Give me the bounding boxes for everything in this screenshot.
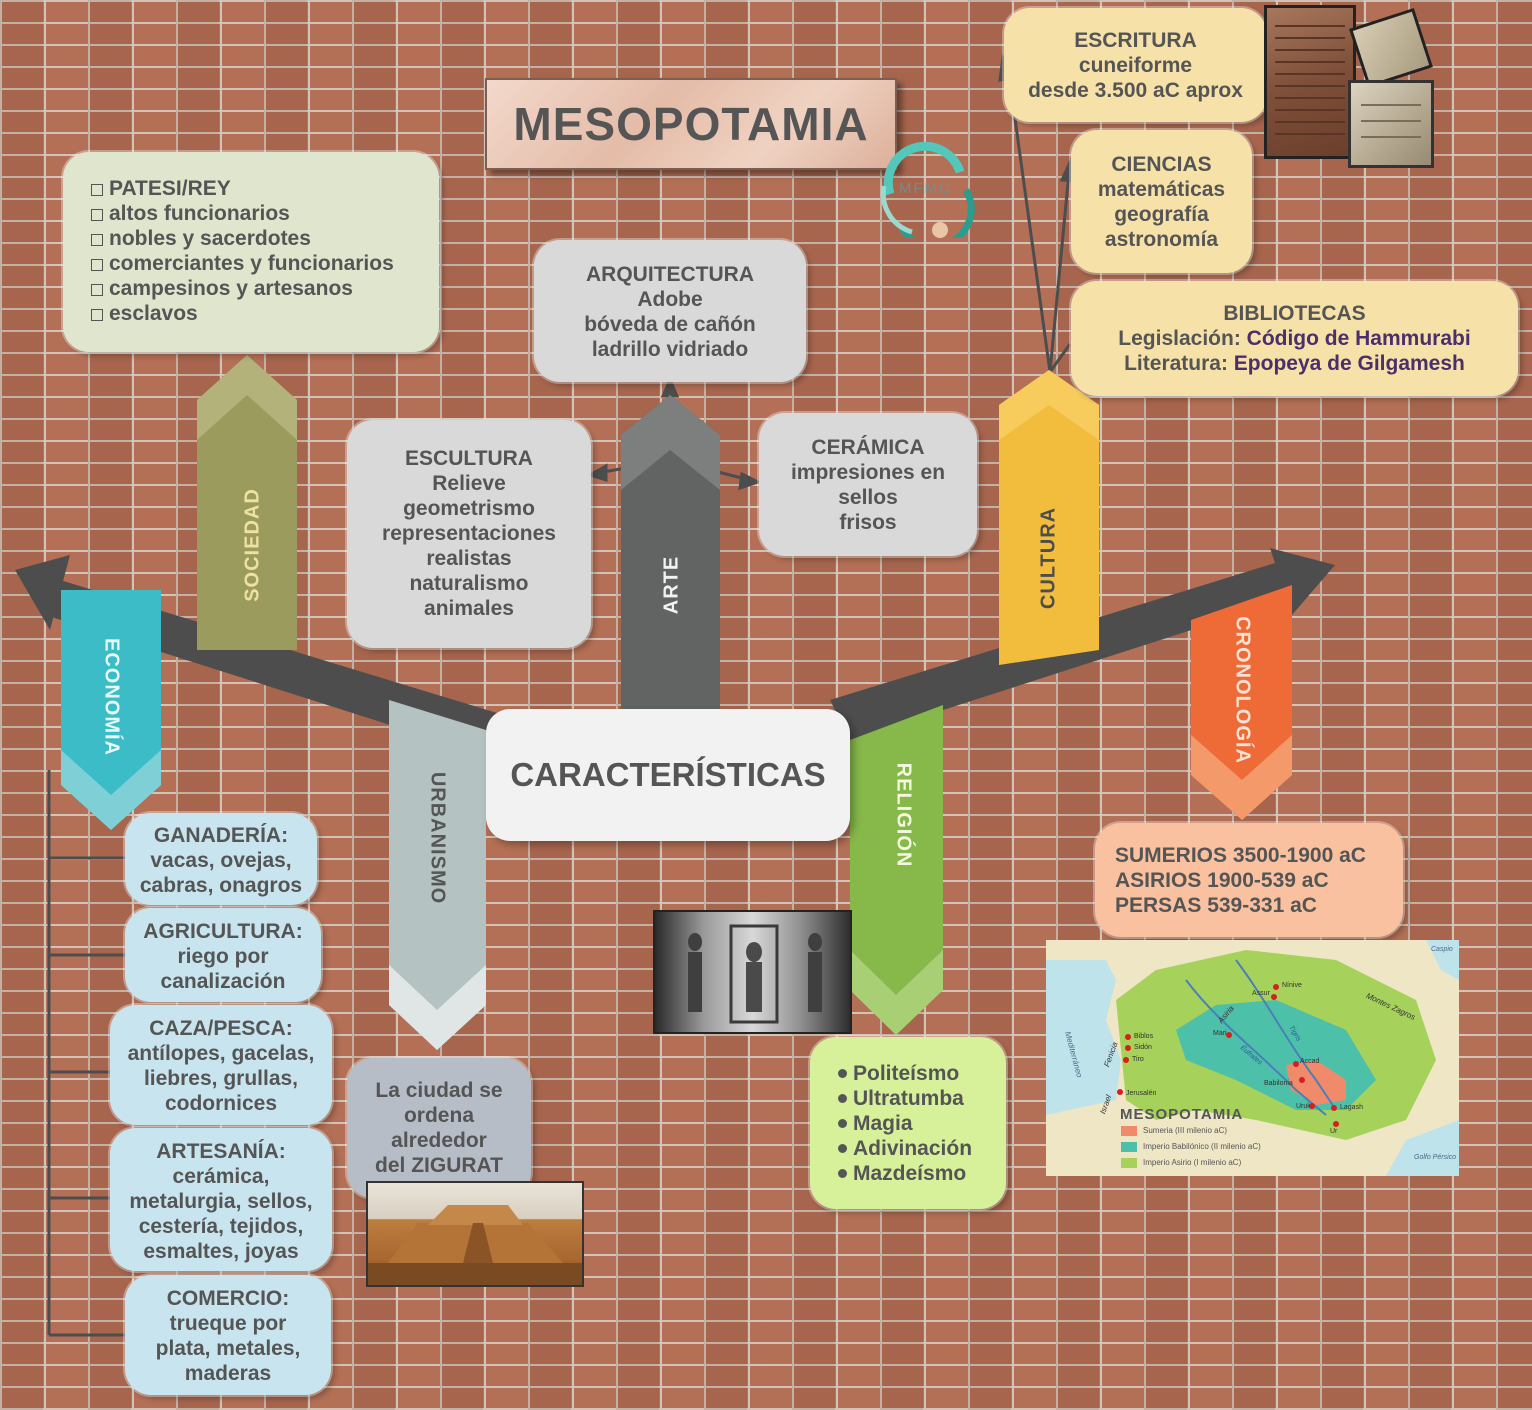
bullet-icon bbox=[838, 1094, 847, 1103]
arte-band bbox=[621, 395, 720, 710]
map-label-jerusalen: Jerusalén bbox=[1126, 1090, 1157, 1097]
mesopotamia-map: MESOPOTAMIA Sumeria (III milenio aC) Imp… bbox=[1046, 940, 1459, 1176]
tablet-marks-icon bbox=[1361, 104, 1421, 138]
ziggurat-icon bbox=[368, 1205, 582, 1285]
ciencias-box: CIENCIAS matemáticas geografía astronomí… bbox=[1071, 130, 1252, 273]
map-label-tiro: Tiro bbox=[1132, 1056, 1144, 1063]
clay-tablet-image bbox=[1351, 83, 1431, 165]
cuneiform-lines-icon bbox=[1275, 25, 1345, 135]
sociedad-label: SOCIEDAD bbox=[241, 488, 264, 602]
map-label-uruk: Uruk bbox=[1296, 1103, 1311, 1110]
cultura-label: CULTURA bbox=[1037, 506, 1060, 610]
bullet-icon bbox=[838, 1169, 847, 1178]
bibliotecas-box: BIBLIOTECAS Legislación: Código de Hammu… bbox=[1071, 281, 1518, 396]
right-arrowhead bbox=[1270, 548, 1335, 615]
checkbox-icon bbox=[91, 309, 103, 321]
cylinder-seal-image bbox=[655, 912, 850, 1032]
escritura-box: ESCRITURA cuneiforme desde 3.500 aC apro… bbox=[1004, 8, 1267, 122]
checkbox-icon bbox=[91, 259, 103, 271]
urbanismo-band bbox=[389, 700, 486, 1050]
checkbox-icon bbox=[91, 234, 103, 246]
religion-box: Politeísmo Ultratumba Magia Adivinación … bbox=[810, 1037, 1006, 1209]
map-legend-2: Imperio Babilónico (II milenio aC) bbox=[1143, 1142, 1261, 1151]
map-region-golfo: Golfo Pérsico bbox=[1414, 1154, 1457, 1161]
checkbox-icon bbox=[91, 284, 103, 296]
map-label-lagash: Lagash bbox=[1340, 1104, 1363, 1111]
checkbox-icon bbox=[91, 209, 103, 221]
arrowhead-ceramica bbox=[738, 471, 762, 491]
arrow-to-escritura bbox=[1006, 67, 1052, 373]
left-arrowhead bbox=[15, 555, 70, 630]
artesania-box: ARTESANÍA: cerámica, metalurgia, sellos,… bbox=[110, 1128, 332, 1271]
map-label-mari: Mari bbox=[1213, 1030, 1227, 1037]
center-node: CARACTERÍSTICAS bbox=[486, 709, 850, 841]
map-legend-1: Sumeria (III milenio aC) bbox=[1143, 1126, 1228, 1135]
economia-band bbox=[61, 590, 161, 830]
map-legend-3: Imperio Asirio (I milenio aC) bbox=[1143, 1158, 1242, 1167]
map-label-accad: Accad bbox=[1300, 1058, 1320, 1065]
agricultura-box: AGRICULTURA: riego por canalización bbox=[125, 908, 321, 1002]
ganaderia-box: GANADERÍA: vacas, ovejas, cabras, onagro… bbox=[125, 813, 317, 905]
map-region-caspio: Caspio bbox=[1431, 946, 1453, 953]
arrow-to-bibliotecas bbox=[1048, 343, 1072, 373]
urbanismo-label: URBANISMO bbox=[426, 771, 449, 905]
sociedad-box: PATESI/REY altos funcionarios nobles y s… bbox=[63, 152, 439, 352]
cultura-band bbox=[999, 370, 1099, 665]
map-label-ninive: Nínive bbox=[1282, 982, 1302, 989]
checkbox-icon bbox=[91, 184, 103, 196]
ziggurat-image bbox=[368, 1183, 582, 1285]
seal-figures-icon bbox=[688, 924, 822, 1024]
bullet-icon bbox=[838, 1069, 847, 1078]
religion-band bbox=[850, 705, 943, 1035]
map-title: MESOPOTAMIA bbox=[1120, 1106, 1244, 1123]
sociedad-band bbox=[197, 355, 297, 650]
ceramica-box: CERÁMICA impresiones en sellos frisos bbox=[759, 413, 977, 556]
logo-text: MFMC bbox=[899, 180, 952, 197]
arte-label: ARTE bbox=[660, 555, 683, 615]
urbanismo-box: La ciudad se ordena alrededor del ZIGURA… bbox=[347, 1058, 531, 1198]
arrowhead-escultura bbox=[586, 463, 608, 483]
bullet-icon bbox=[838, 1119, 847, 1128]
escultura-box: ESCULTURA Relieve geometrismo representa… bbox=[347, 420, 591, 648]
comercio-box: COMERCIO: trueque por plata, metales, ma… bbox=[125, 1275, 331, 1395]
cronologia-label: CRONOLOGÍA bbox=[1231, 616, 1254, 764]
map-label-sidon: Sidón bbox=[1134, 1044, 1152, 1051]
map-label-assur: Assur bbox=[1252, 990, 1270, 997]
bullet-icon bbox=[838, 1144, 847, 1153]
map-label-babilonia: Babilonia bbox=[1264, 1080, 1293, 1087]
map-label-biblos: Biblos bbox=[1134, 1033, 1154, 1040]
cronologia-box: SUMERIOS 3500-1900 aC ASIRIOS 1900-539 a… bbox=[1095, 823, 1403, 937]
map-drawing-icon bbox=[1046, 940, 1459, 1176]
page-title: MESOPOTAMIA bbox=[485, 78, 897, 170]
cuneiform-tablet-image bbox=[1267, 8, 1353, 156]
center-label: CARACTERÍSTICAS bbox=[510, 756, 826, 793]
arquitectura-box: ARQUITECTURA Adobe bóveda de cañón ladri… bbox=[534, 240, 806, 382]
page-title-text: MESOPOTAMIA bbox=[513, 98, 869, 150]
arrow-to-ciencias bbox=[1048, 171, 1071, 373]
logo: MFMC bbox=[872, 141, 976, 250]
caza-pesca-box: CAZA/PESCA: antílopes, gacelas, liebres,… bbox=[110, 1005, 332, 1125]
religion-label: RELIGIÓN bbox=[892, 762, 915, 868]
economia-label: ECONOMÍA bbox=[100, 638, 123, 756]
map-label-ur: Ur bbox=[1330, 1128, 1338, 1135]
